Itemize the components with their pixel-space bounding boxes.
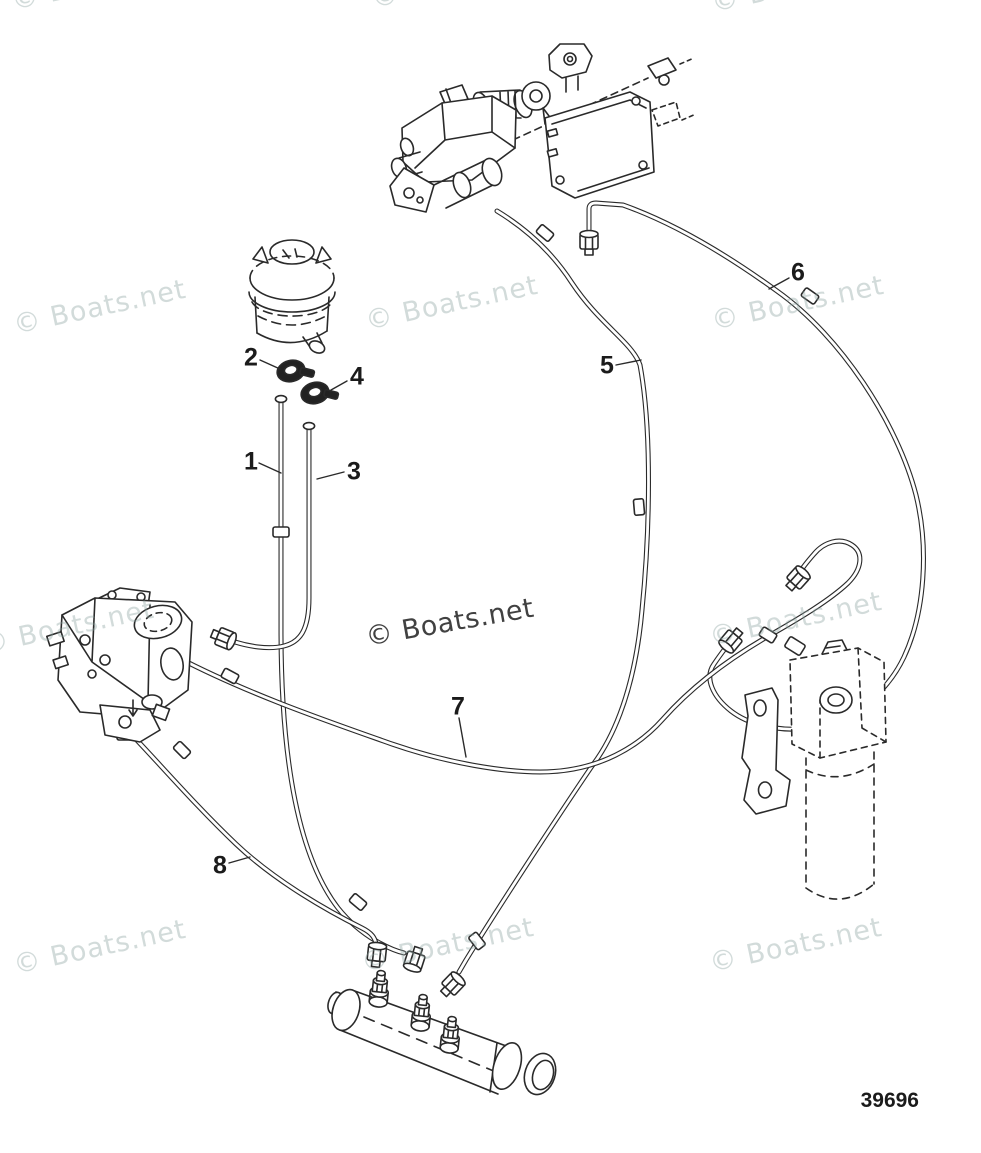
fluid-reservoir [248,239,336,354]
callout-7: 7 [451,692,465,721]
callout-8: 8 [213,851,227,880]
hose-6 [586,200,926,732]
actuator-plate-unit [521,43,697,199]
hoses [128,200,926,975]
hose-1 [274,394,407,956]
callout-1: 1 [244,447,258,476]
hose-clamp-2 [276,359,316,383]
hose-3 [232,421,316,651]
hose-collars [172,224,820,951]
actuator-valve-body [389,84,533,213]
callout-6: 6 [791,258,805,287]
callout-leader-lines [228,277,790,864]
power-steering-pump [45,587,193,743]
cooler-filter-assembly [741,639,887,900]
callout-4: 4 [350,362,364,391]
hose-clamp-4 [300,381,340,405]
callout-3: 3 [347,457,361,486]
hose-end-fittings [110,229,813,1001]
hose-5 [456,208,651,975]
hose-8 [128,731,379,947]
callout-5: 5 [600,351,614,380]
hose-7 [174,538,863,775]
callout-2: 2 [244,343,258,372]
steering-actuator-assembly [389,43,697,213]
diagram-part-number: 39696 [860,1089,919,1112]
steering-cylinder [327,968,557,1096]
